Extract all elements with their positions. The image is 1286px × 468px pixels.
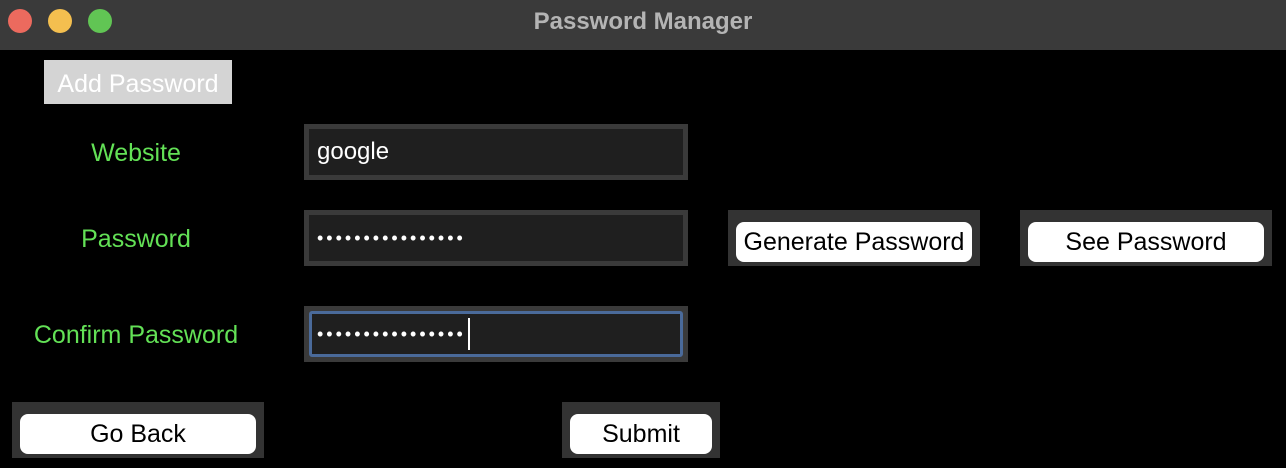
- confirm-password-field-frame: ••••••••••••••••: [304, 306, 688, 362]
- go-back-button[interactable]: Go Back: [20, 414, 256, 454]
- submit-button-frame: Submit: [562, 402, 720, 458]
- text-caret: [467, 318, 470, 350]
- website-field-frame: google: [304, 124, 688, 180]
- title-bar: Password Manager: [0, 0, 1286, 50]
- minimize-window-button[interactable]: [48, 9, 72, 33]
- confirm-password-input[interactable]: ••••••••••••••••: [309, 311, 683, 357]
- close-window-button[interactable]: [8, 9, 32, 33]
- password-input[interactable]: ••••••••••••••••: [309, 215, 683, 261]
- submit-button[interactable]: Submit: [570, 414, 712, 454]
- go-back-button-frame: Go Back: [12, 402, 264, 458]
- generate-password-button[interactable]: Generate Password: [736, 222, 972, 262]
- confirm-password-value: ••••••••••••••••: [317, 323, 466, 344]
- maximize-window-button[interactable]: [88, 9, 112, 33]
- password-label: Password: [81, 225, 191, 253]
- password-field-frame: ••••••••••••••••: [304, 210, 688, 266]
- website-label: Website: [91, 139, 181, 167]
- confirm-password-label: Confirm Password: [33, 321, 239, 349]
- website-input[interactable]: google: [309, 129, 683, 175]
- window-title: Password Manager: [533, 8, 753, 35]
- page-heading: Add Password: [44, 60, 232, 104]
- generate-password-button-frame: Generate Password: [728, 210, 980, 266]
- see-password-button[interactable]: See Password: [1028, 222, 1264, 262]
- see-password-button-frame: See Password: [1020, 210, 1272, 266]
